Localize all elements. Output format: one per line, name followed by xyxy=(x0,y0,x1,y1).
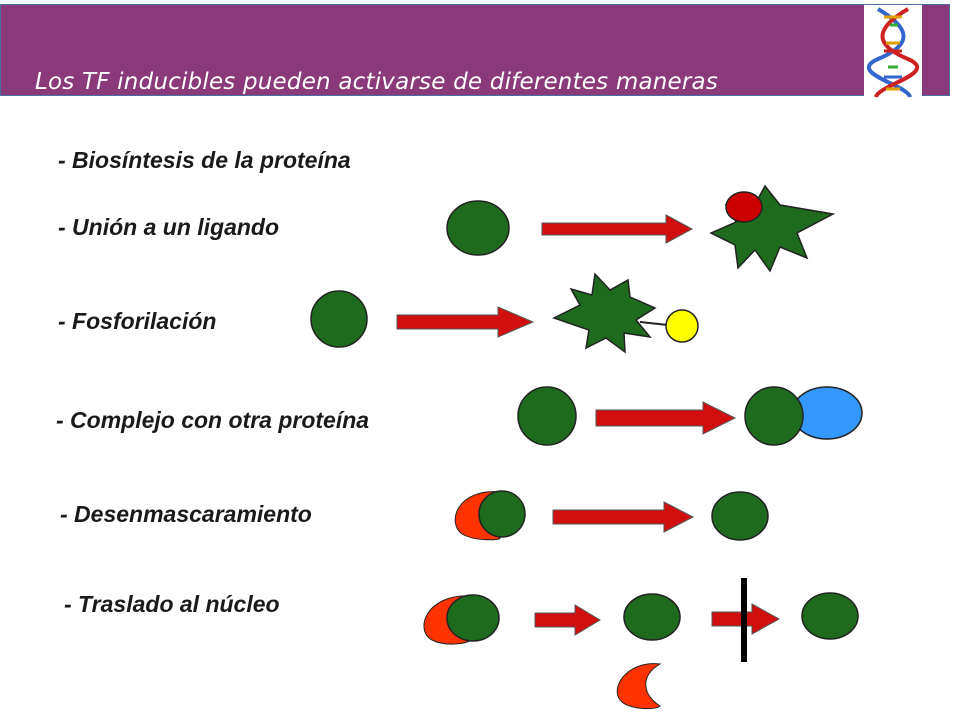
protein-nucleus xyxy=(801,592,859,640)
item-traslado: - Traslado al núcleo xyxy=(64,591,280,617)
phosphate xyxy=(665,309,699,343)
protein-in-complex xyxy=(744,386,804,446)
protein-inactive-complex xyxy=(517,386,577,446)
protein-inactive-ligand xyxy=(446,200,510,256)
arrow-complex xyxy=(595,401,737,435)
arrow-phospho xyxy=(396,306,535,338)
arrow-ligand xyxy=(541,214,694,244)
nuclear-membrane xyxy=(741,578,747,662)
protein-active-phospho xyxy=(552,272,657,354)
released-mask xyxy=(616,663,662,710)
item-union-ligando: - Unión a un ligando xyxy=(58,214,280,240)
arrow-release xyxy=(534,604,601,636)
protein-free xyxy=(623,593,681,641)
ligand xyxy=(725,191,763,223)
title-banner: Los TF inducibles pueden activarse de di… xyxy=(0,4,950,96)
protein-masked xyxy=(478,490,526,538)
item-complejo: - Complejo con otra proteína xyxy=(56,407,370,433)
protein-inactive-phospho xyxy=(310,290,368,348)
arrow-unmask xyxy=(552,501,695,533)
protein-unmasked xyxy=(711,491,769,541)
item-biosintesis: - Biosíntesis de la proteína xyxy=(58,147,351,173)
protein-cytoplasm xyxy=(446,594,500,642)
item-fosforilacion: - Fosforilación xyxy=(58,308,217,334)
dna-icon xyxy=(864,5,922,99)
slide-title: Los TF inducibles pueden activarse de di… xyxy=(35,69,719,95)
item-desenmascaramiento: - Desenmascaramiento xyxy=(60,501,312,527)
